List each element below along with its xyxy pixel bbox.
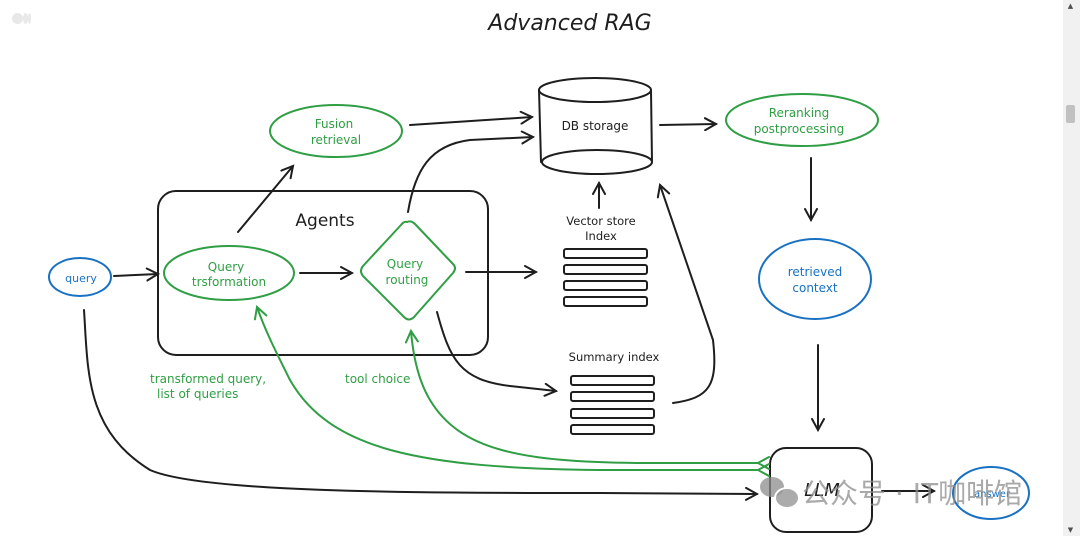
scroll-up-icon[interactable]: ▲: [1067, 2, 1074, 10]
arrow-llm-to-transformation: [257, 307, 758, 470]
query-routing-label-2: routing: [386, 273, 429, 287]
vertical-scrollbar[interactable]: ▲ ▼: [1063, 0, 1080, 536]
vector-store-index: Vector store Index: [563, 214, 648, 307]
db-storage-node: DB storage: [538, 77, 653, 175]
answer-label: answer: [974, 489, 1011, 500]
arrow-llm-to-routing: [411, 331, 758, 463]
fusion-retrieval-label-1: Fusion: [315, 117, 353, 131]
agents-label: Agents: [295, 211, 354, 231]
retrieved-context-label-2: context: [792, 281, 838, 295]
arrow-transformation-to-fusion: [237, 166, 293, 233]
reranking-label-2: postprocessing: [754, 122, 845, 136]
arrow-routing-to-db: [407, 137, 533, 213]
llm-node: LLM: [769, 447, 873, 533]
scroll-thumb[interactable]: [1066, 105, 1075, 123]
edge-label-transformed-query-1: transformed query,: [150, 372, 266, 386]
query-transformation-node: Query trsformation: [163, 245, 295, 301]
query-transformation-label-1: Query: [208, 260, 244, 274]
query-label: query: [65, 272, 97, 285]
retrieved-context-label-1: retrieved: [788, 265, 843, 279]
db-storage-label: DB storage: [562, 119, 629, 133]
query-routing-node: Query routing: [360, 220, 456, 321]
vector-store-label-1: Vector store: [566, 214, 635, 228]
reranking-label-1: Reranking: [769, 106, 830, 120]
summary-index-label: Summary index: [569, 350, 660, 364]
answer-node: answer: [952, 466, 1030, 520]
arrow-routing-to-summary: [436, 311, 556, 391]
arrow-fusion-to-db: [409, 117, 532, 126]
query-routing-label-1: Query: [387, 257, 423, 271]
llm-label: LLM: [804, 480, 840, 501]
edge-label-transformed-query-2: list of queries: [157, 387, 238, 401]
summary-index: Summary index: [569, 350, 660, 435]
edge-label-tool-choice: tool choice: [345, 372, 410, 386]
scroll-down-icon[interactable]: ▼: [1067, 526, 1074, 534]
corner-logo-icon: [12, 9, 44, 24]
query-transformation-label-2: trsformation: [192, 275, 266, 289]
diagram-title: Advanced RAG: [486, 11, 651, 36]
fusion-retrieval-node: Fusion retrieval: [269, 104, 403, 158]
arrow-db-to-reranking: [659, 124, 716, 125]
arrow-query-to-transformation: [113, 274, 158, 276]
arrow-query-to-llm: [83, 309, 757, 494]
arrow-summary-to-db: [660, 185, 716, 404]
vector-store-label-2: Index: [585, 229, 617, 243]
retrieved-context-node: retrieved context: [758, 238, 872, 320]
reranking-node: Reranking postprocessing: [725, 93, 879, 147]
query-node: query: [48, 257, 112, 297]
fusion-retrieval-label-2: retrieval: [311, 133, 361, 147]
